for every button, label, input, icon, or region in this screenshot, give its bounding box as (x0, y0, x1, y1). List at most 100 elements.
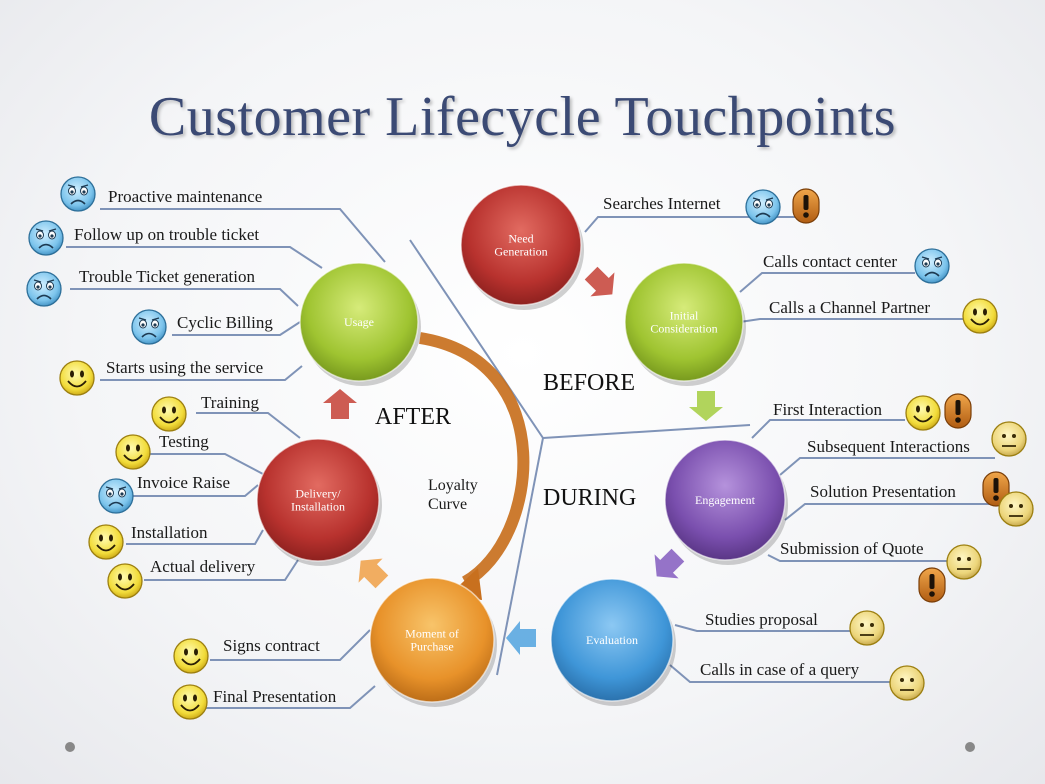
connector-line-21 (767, 554, 955, 562)
stage-node-need-label-1: Generation (494, 245, 547, 259)
warning-icon (982, 471, 1010, 507)
stage-node-engagement: Engagement (664, 439, 788, 565)
neutral-face-icon (998, 491, 1034, 527)
touchpoint-calls-channel-partner: Calls a Channel Partner (769, 298, 930, 317)
phase-before: BEFORE (543, 370, 636, 396)
touchpoint-invoice-raise: Invoice Raise (137, 473, 230, 492)
touchpoint-testing: Testing (159, 432, 209, 451)
flow-arrow-0 (584, 266, 615, 297)
sad-face-icon (914, 248, 950, 284)
touchpoint-final-presentation: Final Presentation (213, 687, 337, 706)
warning-icon (944, 393, 972, 429)
neutral-face-icon (946, 544, 982, 580)
sad-face-icon (745, 189, 781, 225)
touchpoint-studies-proposal: Studies proposal (705, 610, 818, 629)
touchpoint-training: Training (201, 393, 259, 412)
connector-line-1 (542, 424, 751, 439)
happy-face-icon (59, 360, 95, 396)
stage-node-usage-label-0: Usage (344, 315, 374, 329)
connector-line-22 (674, 624, 850, 632)
happy-face-icon (88, 524, 124, 560)
connector-line-16 (739, 272, 915, 293)
touchpoint-starts-using-service: Starts using the service (106, 358, 264, 377)
flow-arrow-1 (689, 391, 723, 421)
connector-line-0 (409, 239, 544, 439)
loyalty-curve (419, 332, 530, 588)
touchpoint-signs-contract: Signs contract (223, 636, 320, 655)
connector-line-15 (584, 216, 795, 233)
sad-face-icon (98, 478, 134, 514)
touchpoint-installation: Installation (131, 523, 208, 542)
stage-node-usage: Usage (299, 262, 421, 386)
neutral-face-icon (991, 421, 1027, 457)
stage-node-initial-label-0: Initial (670, 309, 699, 323)
touchpoint-submission-of-quote: Submission of Quote (780, 539, 924, 558)
stage-node-delivery-label-0: Delivery/ (295, 487, 341, 501)
touchpoint-actual-delivery: Actual delivery (150, 557, 256, 576)
flow-arrow-3 (506, 621, 536, 655)
happy-face-icon (173, 638, 209, 674)
flow-arrow-2 (654, 548, 685, 579)
touchpoint-first-interaction: First Interaction (773, 400, 883, 419)
sad-face-icon (26, 271, 62, 307)
phase-after: AFTER (375, 404, 452, 430)
touchpoint-proactive-maintenance: Proactive maintenance (108, 187, 263, 206)
happy-face-icon (115, 434, 151, 470)
page-title: Customer Lifecycle Touchpoints (148, 86, 897, 148)
connector-line-14 (205, 685, 376, 709)
touchpoint-calls-contact-center: Calls contact center (763, 252, 898, 271)
stage-node-initial-label-1: Consideration (650, 322, 717, 336)
stage-node-delivery-label-1: Installation (291, 500, 345, 514)
happy-face-icon (905, 395, 941, 431)
connector-line-6 (172, 321, 301, 336)
stage-node-moment-label-1: Purchase (410, 640, 453, 654)
touchpoint-searches-internet: Searches Internet (603, 194, 721, 213)
touchpoint-solution-presentation: Solution Presentation (810, 482, 956, 501)
connector-line-5 (70, 288, 299, 307)
neutral-face-icon (889, 665, 925, 701)
happy-face-icon (107, 563, 143, 599)
connector-line-2 (496, 437, 544, 676)
connector-line-10 (132, 484, 259, 497)
connector-line-20 (784, 503, 1000, 521)
connector-line-4 (66, 246, 323, 269)
stage-node-evaluation-label-0: Evaluation (586, 633, 638, 647)
stage-node-evaluation: Evaluation (550, 578, 676, 706)
stage-node-moment-label-0: Moment of (405, 627, 459, 641)
touchpoint-cyclic-billing: Cyclic Billing (177, 313, 273, 332)
stage-node-need-label-0: Need (508, 232, 533, 246)
connector-line-7 (100, 365, 303, 381)
connector-line-12 (144, 559, 299, 581)
phase-during: DURING (543, 485, 637, 511)
connector-line-18 (751, 419, 905, 439)
connector-line-11 (126, 529, 264, 545)
flow-arrow-4 (358, 558, 389, 589)
touchpoint-follow-up-trouble-ticket: Follow up on trouble ticket (74, 225, 260, 244)
connector-line-17 (739, 318, 965, 323)
touchpoint-trouble-ticket-generation: Trouble Ticket generation (79, 267, 255, 286)
happy-face-icon (962, 298, 998, 334)
connector-line-9 (150, 453, 264, 475)
touchpoint-subsequent-interactions: Subsequent Interactions (807, 437, 970, 456)
sad-face-icon (60, 176, 96, 212)
warning-icon (918, 567, 946, 603)
happy-face-icon (151, 396, 187, 432)
loyalty-label-2: Curve (428, 496, 468, 513)
sad-face-icon (131, 309, 167, 345)
happy-face-icon (172, 684, 208, 720)
loyalty-label-1: Loyalty (428, 477, 478, 494)
connector-line-8 (196, 412, 301, 439)
connector-line-13 (210, 629, 371, 661)
connector-line-19 (779, 457, 995, 476)
slide-dot-right (965, 742, 975, 752)
warning-icon (792, 188, 820, 224)
connector-line-23 (669, 664, 890, 683)
stage-node-delivery: Delivery/Installation (256, 438, 382, 566)
connector-line-3 (100, 208, 386, 263)
slide-dot-left (65, 742, 75, 752)
